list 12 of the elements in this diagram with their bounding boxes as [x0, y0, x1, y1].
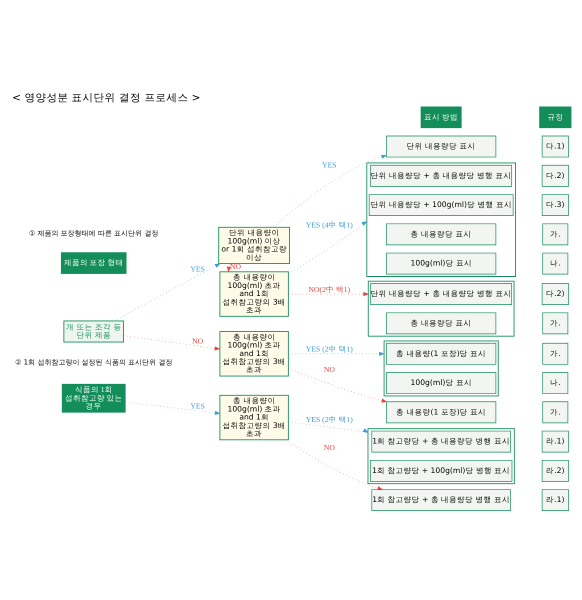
arrow: [288, 367, 388, 402]
arrow: [125, 401, 221, 414]
arrow: [273, 154, 388, 228]
arrow: [286, 439, 384, 490]
arrow: [288, 292, 370, 296]
diagram-title: < 영양성분 표시단위 결정 프로세스 >: [12, 92, 200, 104]
cluster: [384, 340, 499, 396]
arrow: [114, 262, 221, 321]
arrow: [288, 220, 368, 274]
arrow: [288, 421, 369, 433]
arrow: [288, 351, 385, 356]
arrow: [123, 334, 220, 350]
